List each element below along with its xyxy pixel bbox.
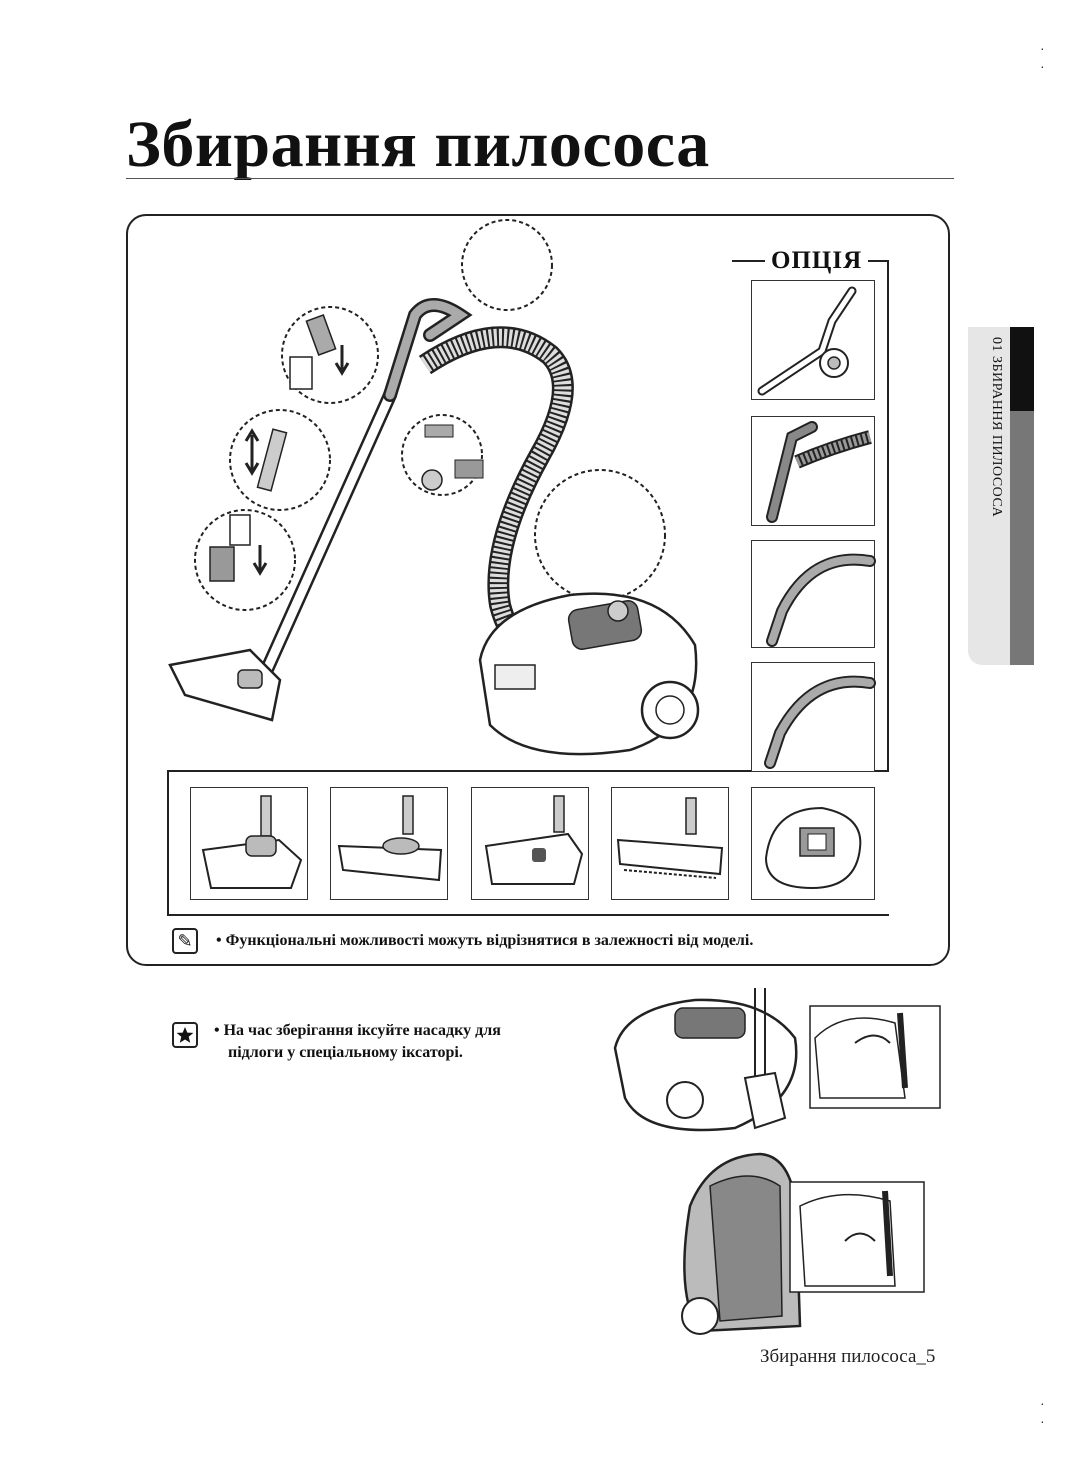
model-note: • Функціональні можливості можуть відріз…	[216, 932, 754, 949]
storage-note-line2: підлоги у спеціальному іксаторі.	[228, 1044, 463, 1062]
side-tab-background	[968, 327, 1010, 665]
side-tab-grey-marker	[1010, 411, 1034, 665]
option-thumb-dust-bag	[751, 787, 875, 900]
option-thumb-curved-tube-2	[751, 662, 876, 772]
assembly-figure-box	[126, 214, 950, 966]
side-tab-label: 01 ЗБИРАННЯ ПИЛОСОСА	[989, 337, 1004, 518]
detail-circle-hose-clip	[461, 219, 553, 311]
curved-tube-drawing	[766, 553, 876, 647]
option-thumb-turbo-brush	[471, 787, 589, 900]
star-shape	[176, 1027, 194, 1043]
storage-illustration-top	[613, 988, 941, 1132]
star-tip-icon	[172, 1022, 198, 1048]
turbo-brush-drawing	[484, 795, 584, 885]
detail-circle-handle	[281, 306, 379, 404]
option-frame-bottom	[167, 914, 889, 916]
handle-hose-drawing	[766, 421, 872, 523]
option-thumb-bristle-brush	[611, 787, 729, 900]
pencil-note-icon: ✎	[172, 928, 198, 954]
option-frame-right	[887, 260, 889, 770]
curved-tube-2-drawing	[764, 675, 876, 769]
floor-brush-drawing	[201, 795, 303, 889]
corner-mark-top: ·	[1040, 40, 1045, 56]
page-title: Збирання пилососа	[126, 108, 710, 181]
option-thumb-floor-brush	[190, 787, 308, 900]
vacuum-assembly-illustration	[168, 219, 700, 756]
dust-bag-drawing	[764, 806, 862, 890]
storage-note-line1: На час зберігання іксуйте насадку для	[223, 1022, 501, 1039]
corner-mark-bottom: ·	[1040, 1395, 1045, 1411]
model-note-text: Функціональні можливості можуть відрізня…	[225, 932, 754, 949]
handle-joint-drawing	[757, 286, 857, 396]
option-thumb-curved-tube	[751, 540, 876, 648]
title-rule	[126, 178, 954, 179]
detail-circle-hose-inlet	[534, 469, 666, 601]
option-frame-mid	[167, 770, 889, 772]
bristle-brush-drawing	[616, 797, 724, 879]
option-label: ОПЦІЯ	[765, 247, 869, 275]
parquet-brush-drawing	[337, 795, 443, 882]
storage-illustration-bottom	[681, 1152, 925, 1335]
option-frame-left	[167, 770, 169, 916]
detail-circle-battery	[401, 414, 483, 496]
detail-circle-brush-joint	[194, 509, 296, 611]
option-thumb-handle-hose	[751, 416, 875, 526]
storage-note: • На час зберігання іксуйте насадку для …	[214, 1020, 501, 1065]
page-footer: Збирання пилососа_5	[760, 1346, 936, 1367]
option-thumb-parquet-brush	[330, 787, 448, 900]
corner-mark-bottom-2: ·	[1040, 1413, 1045, 1429]
corner-mark-top-2: ·	[1040, 58, 1045, 74]
detail-circle-telescope	[229, 409, 331, 511]
option-thumb-handle-joint	[751, 280, 875, 400]
side-tab-black-marker	[1010, 327, 1034, 411]
